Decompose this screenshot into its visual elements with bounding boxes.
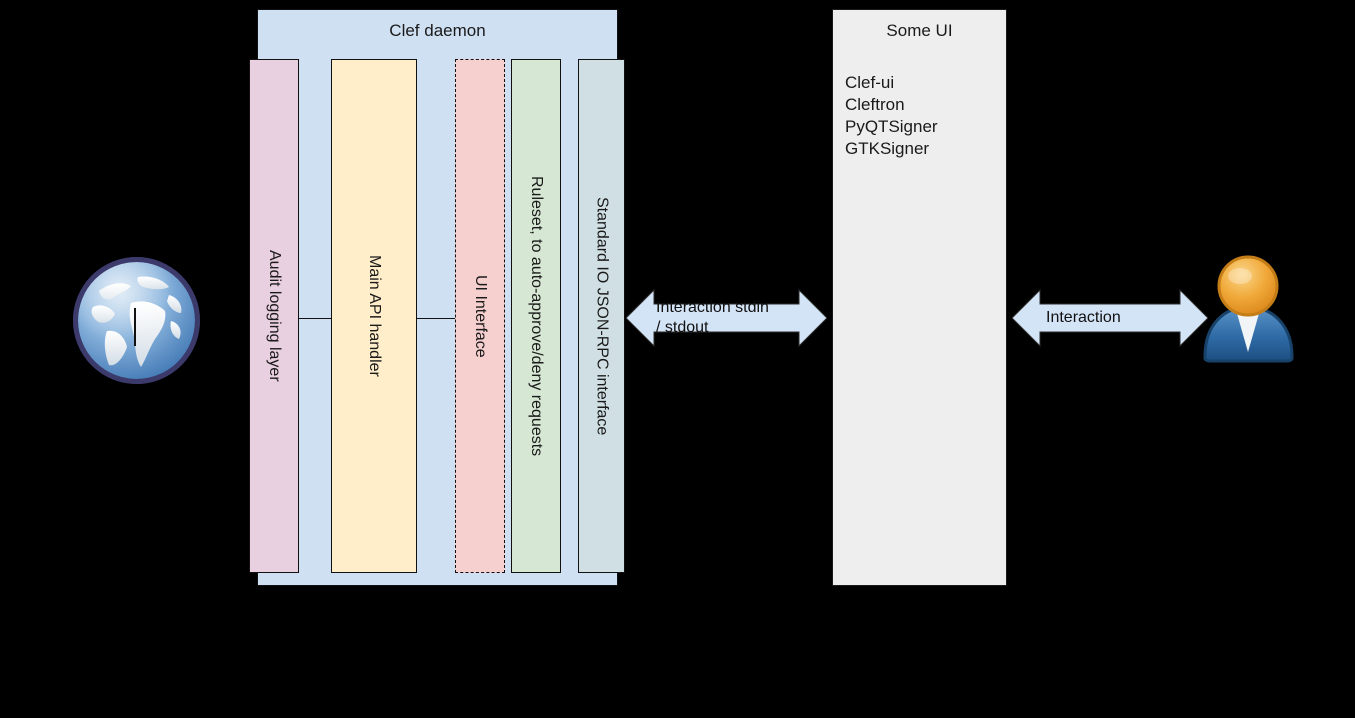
connector-audit-to-api xyxy=(298,318,332,319)
clef-daemon-container: Clef daemon xyxy=(257,9,618,586)
arrow-interaction-stdio: Interaction stdin / stdout xyxy=(626,272,827,364)
arrow-interaction-user: Interaction xyxy=(1012,272,1208,364)
user-icon xyxy=(1196,253,1301,363)
arrow-user-label-line1: Interaction xyxy=(1046,309,1121,326)
list-item[interactable]: Cleftron xyxy=(845,95,905,114)
globe-icon xyxy=(71,255,202,386)
list-item[interactable]: GTKSigner xyxy=(845,139,930,158)
connector-api-to-ui xyxy=(416,318,456,319)
box-json-rpc-interface[interactable]: Standard IO JSON-RPC interface xyxy=(578,59,625,573)
box-api-label: Main API handler xyxy=(366,255,383,377)
some-ui-list: Clef-ui Cleftron PyQTSigner GTKSigner xyxy=(845,72,938,160)
list-item[interactable]: Clef-ui xyxy=(845,73,895,92)
some-ui-title: Some UI xyxy=(886,21,953,40)
box-ruleset[interactable]: Ruleset, to auto-approve/deny requests xyxy=(511,59,561,573)
arrow-stdio-label-group: Interaction stdin / stdout xyxy=(626,272,827,364)
arrow-stdio-label-line2: / stdout xyxy=(656,319,709,336)
box-audit-label: Audit logging layer xyxy=(266,250,283,382)
arrow-user-label-group: Interaction xyxy=(1012,272,1208,364)
box-audit-logging-layer[interactable]: Audit logging layer xyxy=(249,59,299,573)
box-main-api-handler[interactable]: Main API handler xyxy=(331,59,417,573)
clef-daemon-title: Clef daemon xyxy=(389,21,486,40)
arrow-stdio-label-line1: Interaction stdin xyxy=(656,299,769,316)
box-ui-label: UI Interface xyxy=(472,274,489,358)
some-ui-panel: Some UI Clef-ui Cleftron PyQTSigner GTKS… xyxy=(832,9,1007,586)
box-jsonrpc-label: Standard IO JSON-RPC interface xyxy=(593,196,611,436)
list-item[interactable]: PyQTSigner xyxy=(845,117,938,136)
box-ruleset-label: Ruleset, to auto-approve/deny requests xyxy=(528,175,545,457)
box-ui-interface[interactable]: UI Interface xyxy=(455,59,505,573)
